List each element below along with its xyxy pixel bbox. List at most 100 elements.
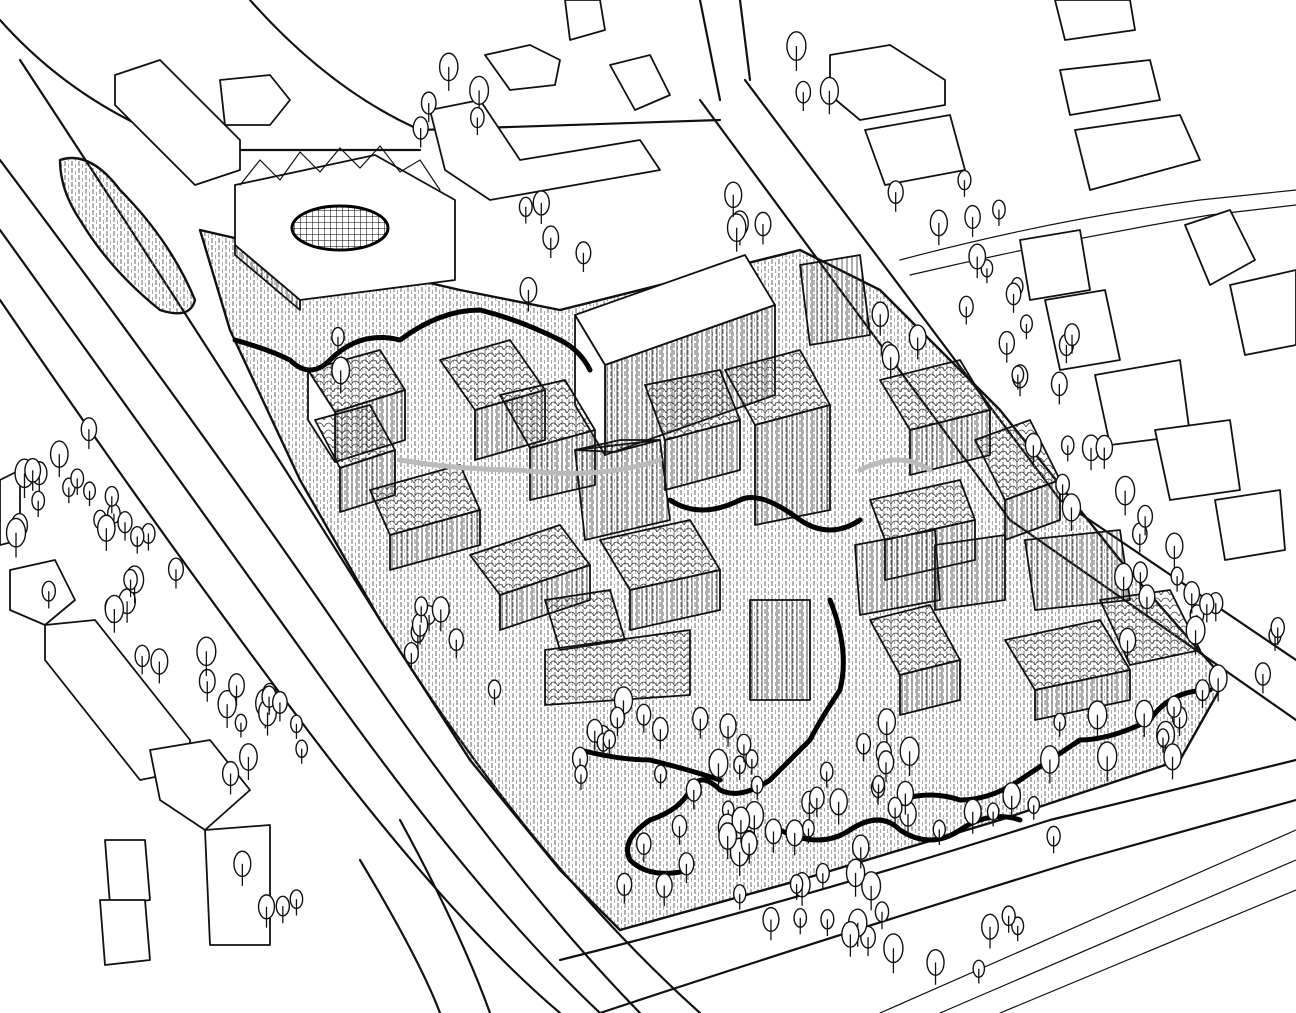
tree-icon xyxy=(820,909,835,937)
building-ne-5 xyxy=(1074,114,1201,191)
tree-icon xyxy=(887,180,904,212)
tree-icon xyxy=(1096,741,1118,782)
house-block-12 xyxy=(749,599,811,701)
northwest-road-2 xyxy=(248,0,722,132)
rooftop-pond xyxy=(290,204,390,252)
tree-icon xyxy=(731,806,751,844)
tree-icon xyxy=(877,750,895,783)
tree-icon xyxy=(104,594,125,633)
house-block-5 xyxy=(369,464,481,571)
tree-icon xyxy=(851,834,870,869)
tree-icon xyxy=(49,440,69,478)
tree-icon xyxy=(1137,504,1154,536)
house-block-9 xyxy=(724,349,831,526)
tree-icon xyxy=(968,243,987,279)
tree-icon xyxy=(123,568,138,598)
sports-hall xyxy=(234,145,456,311)
tree-icon xyxy=(754,211,772,245)
tree-icon xyxy=(80,417,98,450)
tree-icon xyxy=(24,457,42,491)
house-block-17 xyxy=(869,604,961,716)
building-n-4 xyxy=(429,99,661,201)
tree-icon xyxy=(671,814,688,845)
tree-icon xyxy=(412,116,429,148)
tree-icon xyxy=(719,713,737,747)
building-e-1 xyxy=(1184,209,1256,286)
tree-icon xyxy=(932,819,946,846)
building-n-2 xyxy=(609,54,671,111)
north-vertical-road-2 xyxy=(738,0,752,82)
tree-icon xyxy=(221,760,240,795)
tree-icon xyxy=(786,31,807,71)
tree-icon xyxy=(1114,562,1134,601)
tree-icon xyxy=(1166,695,1182,726)
tree-icon xyxy=(732,884,747,910)
building-e-7 xyxy=(1019,229,1091,301)
building-ne-1 xyxy=(829,44,946,121)
tree-icon xyxy=(518,196,533,224)
tree-icon xyxy=(1131,522,1148,553)
tree-icon xyxy=(1053,712,1067,737)
house-block-6 xyxy=(469,524,591,631)
tree-icon xyxy=(986,802,1000,827)
tree-icon xyxy=(519,276,538,312)
tree-icon xyxy=(785,819,804,856)
tree-icon xyxy=(1055,473,1071,503)
tree-icon xyxy=(1027,795,1041,820)
tree-icon xyxy=(448,628,465,659)
tree-icon xyxy=(141,522,156,551)
tree-icon xyxy=(228,673,245,706)
sports-hall-wall xyxy=(234,244,301,311)
tree-icon xyxy=(616,872,633,904)
north-vertical-road xyxy=(698,0,722,102)
footpath-south-meander xyxy=(625,597,846,876)
tree-icon xyxy=(733,755,747,781)
tree-icon xyxy=(1060,435,1075,462)
building-w-4 xyxy=(149,739,251,831)
tree-icon xyxy=(438,52,459,91)
tree-icon xyxy=(403,641,419,672)
southeast-road xyxy=(558,758,1296,962)
tree-icon xyxy=(874,901,890,930)
tree-icon xyxy=(41,580,57,609)
tree-icon xyxy=(841,920,860,957)
rail-line-2 xyxy=(939,859,1296,1013)
tree-icon xyxy=(272,690,288,722)
tree-icon xyxy=(1001,905,1016,933)
tree-icon xyxy=(1138,584,1156,618)
tree-icon xyxy=(708,748,729,788)
tree-icon xyxy=(167,557,185,589)
tree-icon xyxy=(963,798,982,834)
tree-icon xyxy=(198,668,216,702)
wetland-island xyxy=(58,156,197,315)
main-road-median xyxy=(0,158,642,1013)
building-ne-2 xyxy=(864,114,966,186)
southwest-road-2 xyxy=(398,818,492,1013)
house-block-13 xyxy=(879,359,991,476)
tree-icon xyxy=(469,106,485,136)
tree-icon xyxy=(726,213,747,252)
building-e-2 xyxy=(1229,269,1296,356)
tree-icon xyxy=(257,894,276,928)
tree-icon xyxy=(908,324,927,360)
tree-icon xyxy=(104,485,120,514)
tree-icon xyxy=(70,468,85,496)
tree-icon xyxy=(1046,825,1061,854)
tree-icon xyxy=(217,689,237,728)
tree-icon xyxy=(602,729,617,756)
rail-line-1 xyxy=(879,829,1296,1013)
tree-icon xyxy=(899,736,920,776)
tree-icon xyxy=(655,872,673,907)
tree-icon xyxy=(1132,561,1148,591)
tree-icon xyxy=(196,636,217,677)
tree-icon xyxy=(96,514,116,551)
tree-icon xyxy=(1208,664,1228,702)
house-block-8 xyxy=(644,369,741,491)
tree-icon xyxy=(651,716,669,750)
tree-icon xyxy=(871,301,890,336)
tree-icon xyxy=(1114,475,1136,516)
tree-icon xyxy=(117,511,133,541)
tree-icon xyxy=(653,764,668,790)
